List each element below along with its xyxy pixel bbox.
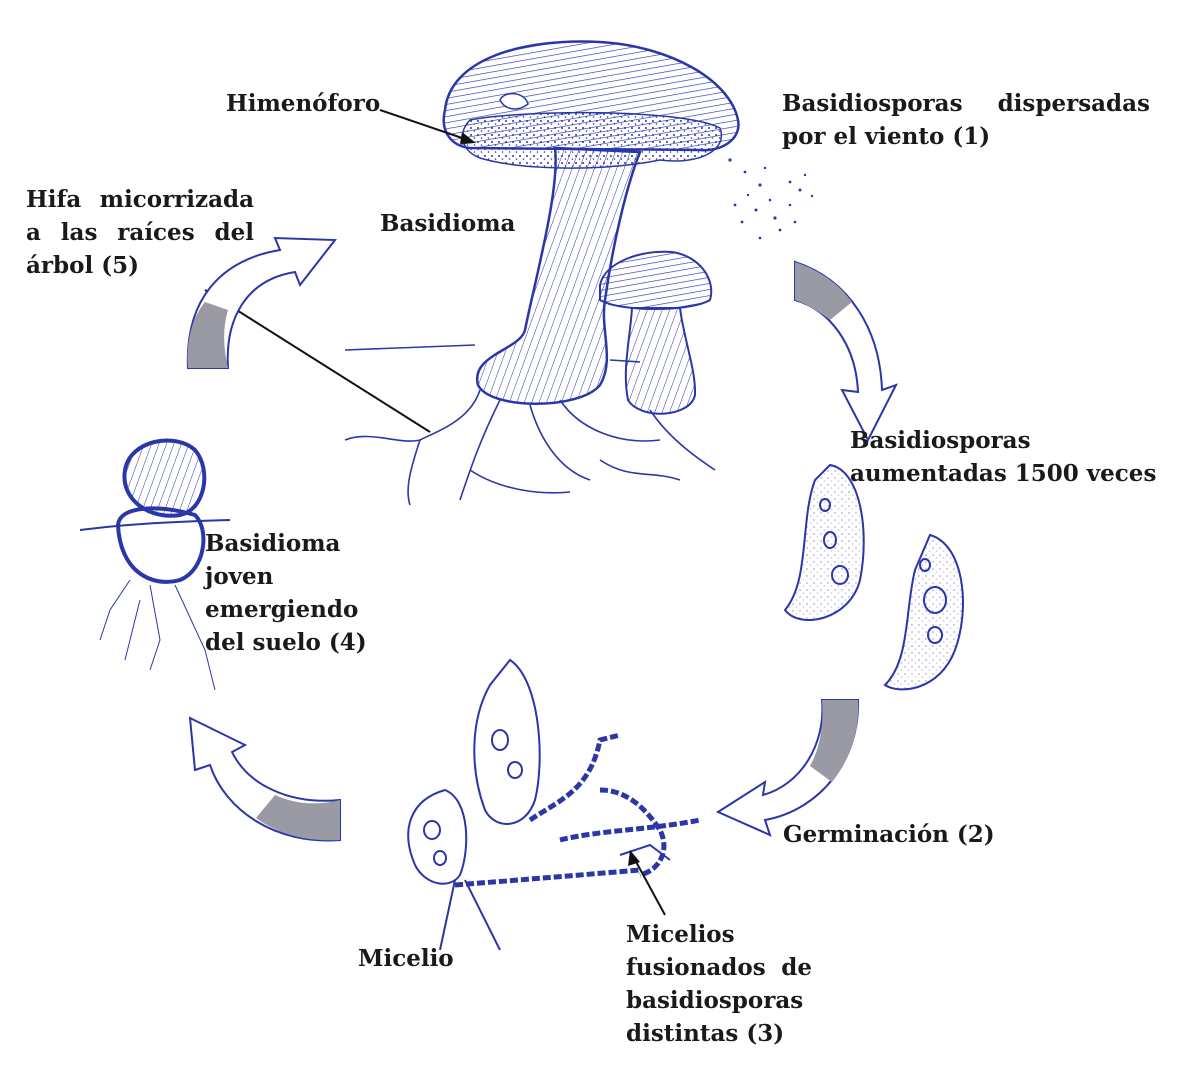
label-line: Hifa micorrizada [26, 183, 254, 216]
label-micelios-fusionados: Micelios fusionados de basidiosporas dis… [626, 918, 812, 1050]
germinating-spores-and-mycelium [408, 660, 700, 950]
label-hifa-micorrizada: Hifa micorrizada a las raíces del árbol … [26, 183, 254, 282]
label-line: árbol (5) [26, 249, 254, 282]
label-line: distintas (3) [626, 1017, 812, 1050]
label-line: joven [205, 560, 367, 593]
label-line: Basidioma [205, 527, 367, 560]
label-line: a las raíces del [26, 216, 254, 249]
label-himenoforo: Himenóforo [226, 87, 380, 120]
label-basidiosporas-aumentadas: Basidiosporas aumentadas 1500 veces [850, 424, 1156, 490]
label-germinacion: Germinación (2) [783, 818, 995, 851]
label-line: del suelo (4) [205, 626, 367, 659]
label-line: Basidiosporas [850, 424, 1156, 457]
label-basidioma-joven: Basidioma joven emergiendo del suelo (4) [205, 527, 367, 659]
label-line: Basidiosporas dispersadas [782, 87, 1150, 120]
label-basidiosporas-dispersadas: Basidiosporas dispersadas por el viento … [782, 87, 1150, 153]
label-basidioma: Basidioma [380, 207, 515, 240]
small-mushroom-illustration [600, 252, 711, 414]
label-line: aumentadas 1500 veces [850, 457, 1156, 490]
label-line: por el viento (1) [782, 120, 1150, 153]
label-line: Micelios [626, 918, 812, 951]
label-line: basidiosporas [626, 984, 812, 1017]
label-line: fusionados de [626, 951, 812, 984]
label-micelio: Micelio [358, 942, 454, 975]
label-line: emergiendo [205, 593, 367, 626]
dispersed-spores [728, 158, 813, 239]
enlarged-basidiospores [785, 465, 963, 689]
